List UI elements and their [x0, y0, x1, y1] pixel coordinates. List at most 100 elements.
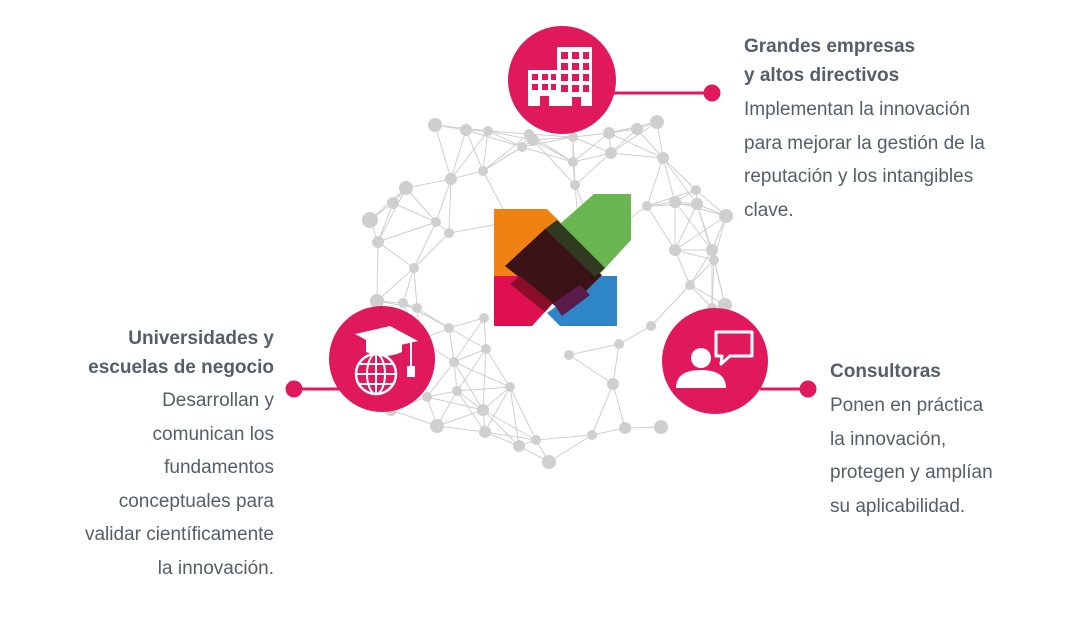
network-link: [574, 152, 612, 186]
network-link: [509, 386, 537, 441]
network-link: [535, 434, 593, 441]
network-node: [691, 185, 701, 195]
network-link: [618, 325, 652, 345]
network-node: [362, 212, 378, 228]
network-link: [572, 136, 612, 154]
network-node: [619, 422, 631, 434]
network-link: [674, 215, 727, 251]
network-node: [505, 382, 515, 392]
network-link: [713, 259, 726, 306]
network-link: [484, 386, 511, 433]
network-node: [669, 244, 681, 256]
network-link: [485, 348, 511, 388]
network-link: [376, 241, 379, 302]
network-node: [631, 123, 643, 135]
network-node: [706, 244, 718, 256]
network-link: [689, 284, 713, 309]
network-node: [445, 173, 457, 185]
network-node: [479, 426, 491, 438]
network-link: [376, 267, 415, 302]
network-node: [691, 198, 703, 210]
network-link: [674, 201, 727, 217]
network-node: [607, 378, 619, 390]
node-circle-right: [662, 308, 768, 414]
network-node: [719, 209, 733, 223]
network-link: [448, 327, 487, 350]
network-link: [413, 267, 418, 309]
network-link: [465, 129, 523, 148]
network-link: [448, 327, 455, 363]
network-node: [387, 197, 399, 209]
network-node: [568, 157, 578, 167]
network-link: [612, 343, 620, 385]
network-node: [527, 134, 539, 146]
network-node: [650, 115, 664, 129]
network-node: [452, 386, 462, 396]
network-link: [435, 178, 452, 223]
graduation-globe-icon: [354, 326, 418, 396]
network-node: [531, 435, 541, 445]
network-node: [372, 236, 384, 248]
network-link: [662, 157, 697, 191]
network-link: [482, 146, 523, 172]
network-node: [422, 392, 432, 402]
network-link: [377, 187, 407, 243]
network-link: [413, 221, 437, 269]
center-logo: [494, 194, 631, 326]
network-link: [453, 317, 485, 363]
node-left-title: Universidades y escuelas de negocio: [88, 328, 274, 378]
network-link: [484, 431, 537, 441]
network-link: [453, 361, 484, 411]
network-node: [587, 430, 597, 440]
network-link: [532, 136, 574, 141]
network-node: [412, 303, 422, 313]
network-node: [669, 196, 681, 208]
node-left-description: Desarrollan y comunican los fundamentos …: [84, 390, 274, 579]
network-link: [646, 205, 676, 251]
network-link: [548, 434, 593, 463]
network-link: [426, 390, 458, 398]
node-top-description: Implementan la innovación para mejorar l…: [744, 99, 985, 221]
network-link: [528, 133, 574, 138]
logo-purple-band: [553, 285, 590, 316]
network-link: [426, 361, 455, 398]
network-node: [654, 420, 668, 434]
network-link: [482, 409, 520, 447]
network-link: [482, 133, 530, 172]
network-link: [532, 139, 576, 186]
network-node: [685, 280, 695, 290]
network-link: [568, 343, 620, 356]
network-node: [477, 404, 489, 416]
network-node: [481, 344, 491, 354]
network-link: [405, 187, 437, 223]
network-link: [453, 361, 511, 388]
network-node: [570, 180, 580, 190]
network-link: [572, 152, 612, 163]
network-link: [662, 157, 676, 203]
network-link: [450, 130, 489, 180]
network-node: [370, 294, 384, 308]
network-link: [465, 129, 484, 172]
network-link: [612, 383, 626, 429]
network-node: [517, 142, 527, 152]
node-right-title: Consultoras: [830, 361, 941, 382]
logo-green-shape: [544, 194, 631, 276]
network-node: [431, 217, 441, 227]
node-left: [285, 306, 435, 412]
network-link: [711, 259, 715, 309]
network-link: [572, 132, 610, 163]
node-top-title: Grandes empresas y altos directivos: [744, 36, 916, 86]
network-link: [402, 302, 450, 329]
logo-darkgreen-band: [545, 220, 605, 277]
network-node: [513, 440, 525, 452]
network-link: [402, 267, 415, 304]
network-link: [662, 157, 698, 205]
office-building-icon: [528, 47, 592, 106]
network-link: [405, 178, 452, 189]
network-link: [483, 317, 487, 350]
network-link: [484, 431, 520, 447]
network-node: [460, 124, 472, 136]
node-top: [508, 26, 721, 134]
network-link: [456, 390, 486, 433]
